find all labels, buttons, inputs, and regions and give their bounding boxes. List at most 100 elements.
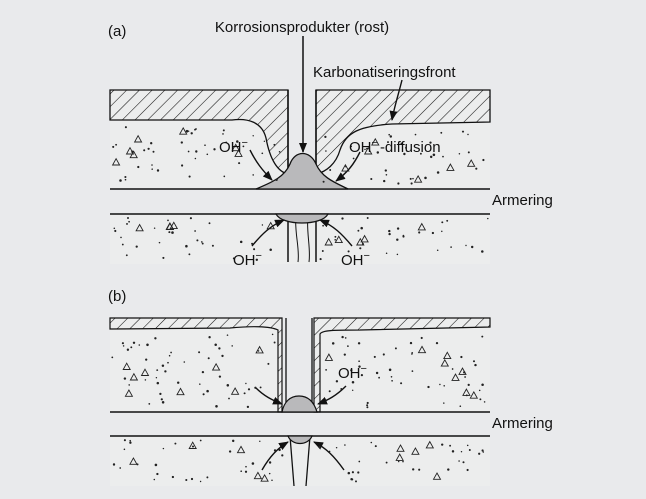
aggregate-dot bbox=[427, 385, 430, 389]
aggregate-dot bbox=[156, 369, 159, 371]
aggregate-dot bbox=[482, 158, 485, 162]
aggregate-dot bbox=[366, 217, 369, 219]
aggregate-dot bbox=[435, 341, 439, 345]
aggregate-stone bbox=[231, 143, 240, 152]
aggregate-dot bbox=[432, 153, 436, 157]
panel-a-tag: (a) bbox=[108, 23, 126, 40]
aggregate-dot bbox=[397, 182, 400, 185]
aggregate-dot bbox=[252, 135, 254, 137]
aggregate-dot bbox=[281, 454, 284, 457]
aggregate-dot bbox=[263, 140, 266, 143]
minus-sup: − bbox=[256, 250, 262, 262]
aggregate-dot bbox=[162, 447, 165, 450]
aggregate-dot bbox=[358, 360, 360, 363]
aggregate-dot bbox=[238, 162, 241, 165]
aggregate-dot bbox=[370, 177, 373, 181]
aggregate-dot bbox=[199, 480, 202, 483]
rust-label: Korrosionsprodukter (rost) bbox=[215, 19, 389, 36]
aggregate-dot bbox=[344, 337, 347, 339]
aggregate-dot bbox=[351, 381, 355, 384]
aggregate-dot bbox=[350, 145, 353, 148]
aggregate-dot bbox=[458, 460, 460, 462]
aggregate-dot bbox=[170, 351, 172, 354]
aggregate-dot bbox=[191, 445, 195, 448]
aggregate-dot bbox=[207, 357, 210, 360]
aggregate-dot bbox=[194, 157, 197, 160]
aggregate-dot bbox=[156, 472, 159, 476]
aggregate-dot bbox=[366, 406, 369, 409]
aggregate-stone bbox=[165, 222, 175, 230]
aggregate-stone bbox=[230, 387, 240, 395]
aggregate-dot bbox=[278, 448, 281, 452]
aggregate-dot bbox=[467, 383, 470, 387]
aggregate-dot bbox=[412, 177, 414, 180]
aggregate-dot bbox=[355, 480, 357, 483]
aggregate-dot bbox=[112, 145, 115, 148]
aggregate-dot bbox=[206, 476, 209, 479]
aggregate-dot bbox=[213, 148, 216, 151]
aggregate-dot bbox=[245, 465, 247, 468]
aggregate-stone bbox=[255, 345, 264, 354]
aggregate-dot bbox=[190, 132, 193, 135]
aggregate-dot bbox=[414, 133, 417, 136]
aggregate-dot bbox=[388, 368, 392, 372]
aggregate-dot bbox=[146, 343, 149, 347]
aggregate-dot bbox=[147, 147, 150, 150]
aggregate-dot bbox=[247, 388, 251, 391]
aggregate-dot bbox=[236, 140, 239, 143]
aggregate-dot bbox=[161, 401, 165, 404]
panel-a: (a) Korrosionsprodukter (rost) Karbonati… bbox=[108, 19, 553, 269]
aggregate-dot bbox=[388, 232, 391, 236]
rebar-label-b: Armering bbox=[492, 415, 553, 432]
oh-bottom-left-label: OH− bbox=[233, 250, 262, 269]
aggregate-dot bbox=[467, 133, 469, 136]
aggregate-dot bbox=[418, 468, 421, 471]
aggregate-dot bbox=[254, 386, 257, 389]
aggregate-dot bbox=[119, 179, 122, 182]
aggregate-dot bbox=[156, 169, 160, 172]
aggregate-dot bbox=[138, 344, 141, 346]
aggregate-stone bbox=[140, 368, 150, 376]
aggregate-dot bbox=[447, 468, 450, 471]
oh-right-label: OH−-diffusion bbox=[349, 137, 441, 156]
aggregate-dot bbox=[196, 239, 199, 242]
aggregate-dot bbox=[144, 379, 147, 381]
aggregate-stone bbox=[458, 367, 467, 375]
aggregate-dot bbox=[331, 342, 335, 345]
concrete-upper-left-b bbox=[110, 318, 282, 412]
aggregate-dot bbox=[129, 439, 131, 442]
aggregate-stone bbox=[260, 473, 269, 482]
aggregate-dot bbox=[390, 375, 393, 378]
aggregate-dot bbox=[271, 479, 273, 481]
aggregate-dot bbox=[269, 248, 272, 251]
aggregate-dot bbox=[275, 178, 278, 182]
aggregate-dot bbox=[226, 334, 229, 336]
aggregate-stone bbox=[324, 237, 333, 246]
aggregate-dot bbox=[335, 446, 338, 449]
aggregate-dot bbox=[388, 229, 391, 233]
aggregate-dot bbox=[121, 243, 124, 246]
aggregate-dot bbox=[222, 129, 225, 132]
aggregate-dot bbox=[431, 231, 435, 235]
aggregate-dot bbox=[153, 478, 156, 481]
aggregate-dot bbox=[394, 347, 397, 350]
aggregate-dot bbox=[358, 365, 361, 368]
aggregate-dot bbox=[171, 475, 175, 479]
aggregate-dot bbox=[125, 254, 128, 257]
aggregate-dot bbox=[451, 450, 455, 453]
aggregate-dot bbox=[243, 392, 246, 395]
aggregate-stone bbox=[125, 146, 135, 155]
aggregate-dot bbox=[211, 244, 214, 247]
aggregate-dot bbox=[460, 355, 463, 359]
aggregate-dot bbox=[464, 376, 466, 378]
aggregate-dot bbox=[253, 248, 256, 251]
arrow-oh-bottom-right-b bbox=[313, 441, 345, 471]
aggregate-dot bbox=[441, 230, 443, 233]
aggregate-stone bbox=[425, 440, 435, 449]
aggregate-dot bbox=[400, 382, 403, 385]
aggregate-dot bbox=[474, 363, 477, 367]
aggregate-dot bbox=[119, 467, 122, 469]
aggregate-dot bbox=[481, 449, 484, 452]
aggregate-dot bbox=[150, 142, 153, 145]
